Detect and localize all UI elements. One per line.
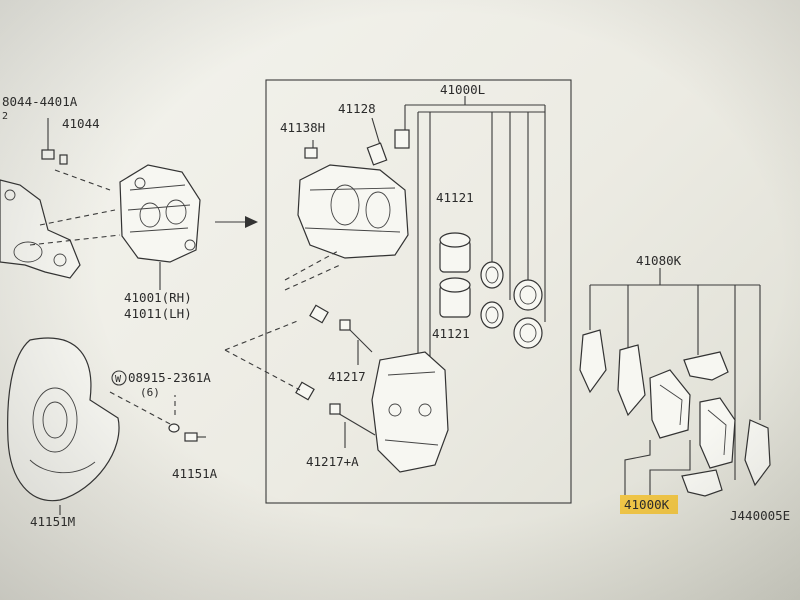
bolt-8044 [41, 118, 68, 165]
bracket-41080k [589, 268, 761, 480]
shim-3 [744, 419, 771, 487]
reference-code: J440005E [730, 508, 790, 523]
label-41138h: 41138H [280, 120, 325, 135]
label-41217a: 41217+A [306, 454, 359, 469]
pad-clip-1 [683, 351, 729, 381]
shim-2 [617, 344, 646, 417]
washer-symbol-icon [111, 370, 127, 386]
bolt-41151a [184, 432, 206, 442]
caliper-bracket [371, 351, 449, 473]
pin-41217 [309, 304, 373, 365]
label-41128: 41128 [338, 101, 376, 116]
label-08915: 08915-2361A [128, 370, 211, 385]
brake-pad-1 [649, 369, 691, 439]
piston-upper [439, 232, 471, 273]
pin-41217a [295, 381, 376, 448]
steering-knuckle [0, 179, 81, 279]
washer-08915 [168, 423, 180, 433]
arrow-icon [215, 216, 258, 228]
caliper-assembly-41001 [119, 164, 201, 263]
label-41121-top: 41121 [436, 190, 474, 205]
cap-41138h [304, 140, 318, 159]
bracket-41000l [404, 96, 546, 380]
pad-clip-2 [681, 469, 723, 497]
dust-shield-41151m [7, 337, 120, 502]
label-41000k: 41000K [624, 497, 670, 512]
bleeder-41128 [366, 117, 388, 166]
piston-lower [439, 277, 471, 318]
seal-1 [480, 261, 504, 289]
bracket-41000k [624, 440, 691, 495]
label-41044: 41044 [62, 116, 100, 131]
seal-2 [480, 301, 504, 329]
boot-2 [513, 317, 543, 349]
clip-part [394, 129, 410, 149]
kit-frame-41000l [265, 79, 572, 504]
boot-1 [513, 279, 543, 311]
label-41000l: 41000L [440, 82, 485, 97]
shim-1 [579, 329, 607, 394]
brake-pad-2 [699, 397, 736, 469]
label-8044: 8044-4401A [2, 94, 78, 109]
label-41001: 41001(RH) [124, 290, 192, 305]
caliper-body [297, 164, 409, 259]
label-41011: 41011(LH) [124, 306, 192, 321]
label-41217: 41217 [328, 369, 366, 384]
highlight-marker [620, 495, 678, 514]
label-41151m: 41151M [30, 514, 75, 529]
label-41151a: 41151A [172, 466, 218, 481]
label-8044-qty: 2 [2, 111, 8, 122]
label-08915-qty: (6) [140, 386, 160, 399]
label-41121-bottom: 41121 [432, 326, 470, 341]
label-41080k: 41080K [636, 253, 682, 268]
label-washer-code: W [115, 374, 122, 385]
